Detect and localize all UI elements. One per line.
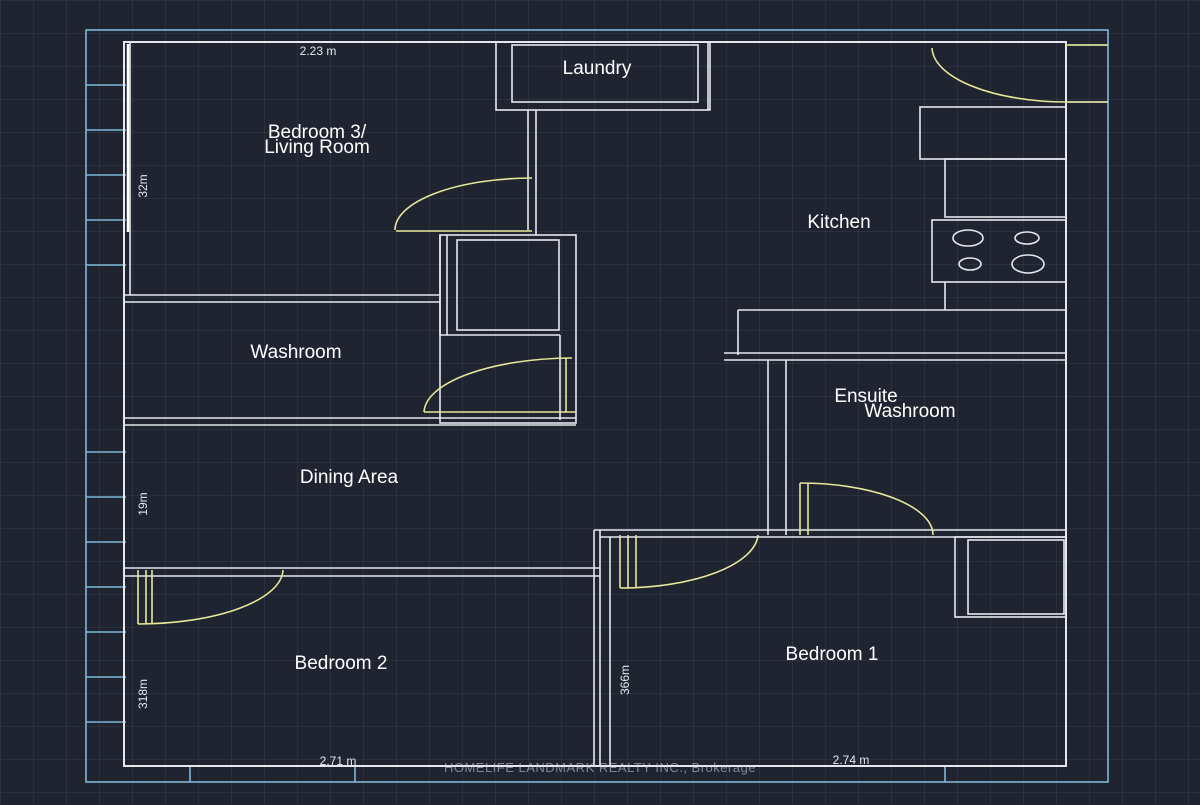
washroom-door [423, 357, 576, 413]
bedroom3-label-line1: Bedroom 3/ [268, 122, 367, 143]
bedroom3-label-line2: Living Room [264, 137, 370, 158]
bedroom2-label: Bedroom 2 [295, 653, 388, 674]
laundry-label: Laundry [563, 58, 632, 79]
room-labels: Laundry Bedroom 3/ Living Room Kitchen W… [250, 58, 955, 674]
burner-2 [1014, 231, 1040, 245]
bedroom2-door [137, 569, 284, 625]
bottom-left-dimension: 2.71 m [320, 754, 357, 768]
left-middle-dimension: 19m [136, 492, 150, 515]
top-width-dimension: 2.23 m [300, 44, 337, 58]
left-upper-dimension: 32m [136, 174, 150, 197]
kitchen-label: Kitchen [807, 212, 870, 233]
dining-area-label: Dining Area [300, 467, 399, 488]
bedroom1-door [619, 534, 759, 589]
burner-3 [958, 257, 982, 271]
bottom-right-dimension: 2.74 m [833, 753, 870, 767]
burner-4 [1011, 254, 1045, 274]
kitchen-door [931, 44, 1108, 103]
washroom-label: Washroom [250, 342, 341, 363]
ensuite-label-line1: Ensuite [834, 386, 897, 407]
doors [137, 44, 1108, 625]
bedroom3-door [394, 177, 533, 232]
burner-1 [952, 229, 984, 247]
bedroom1-label: Bedroom 1 [786, 644, 879, 665]
walls [123, 41, 1067, 767]
dimension-labels: 2.23 m 32m 19m 318m 366m 2.71 m 2.74 m [136, 44, 869, 768]
stove [952, 229, 1045, 274]
ensuite-door [799, 482, 934, 536]
watermark: HOMELIFE LANDMARK REALTY INC., Brokerage [444, 760, 756, 775]
bedroom1-height-dimension: 366m [618, 665, 632, 695]
ensuite-label-line2: Washroom [864, 401, 955, 422]
left-lower-dimension: 318m [136, 679, 150, 709]
